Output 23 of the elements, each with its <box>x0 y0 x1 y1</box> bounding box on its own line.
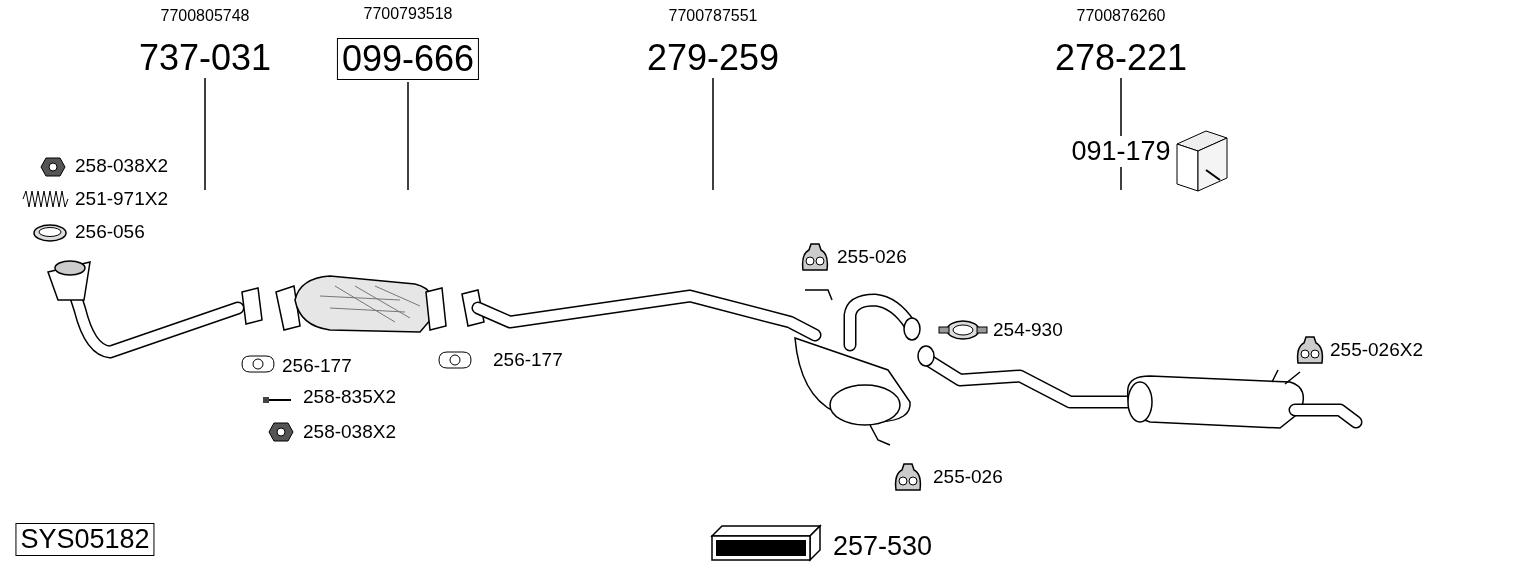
part-number: 257-530 <box>833 533 933 560</box>
part-number: 256-177 <box>282 356 352 375</box>
part-number: 254-930 <box>993 320 1063 339</box>
boxed-part-number: SYS05182 <box>15 523 155 556</box>
part-number: 251-971X2 <box>75 189 168 208</box>
part-number: 256-177 <box>493 350 563 369</box>
leader-line <box>1120 77 1122 137</box>
part-number: 255-026X2 <box>1330 340 1423 359</box>
leader-line <box>407 81 409 191</box>
leader-line <box>712 77 714 191</box>
boxed-part-number: 099-666 <box>336 38 480 80</box>
leader-line <box>1120 166 1122 191</box>
part-number: 258-038X2 <box>75 156 168 175</box>
part-number: 255-026 <box>933 467 1003 486</box>
oe-number: 7700876260 <box>1076 8 1166 24</box>
oe-number: 7700787551 <box>668 8 758 24</box>
oe-number: 7700793518 <box>363 6 453 22</box>
part-number: 256-056 <box>75 222 145 241</box>
part-number: 255-026 <box>837 247 907 266</box>
leader-line <box>204 77 206 191</box>
part-number: 258-835X2 <box>303 387 396 406</box>
part-number: 258-038X2 <box>303 422 396 441</box>
oe-number: 7700805748 <box>160 8 250 24</box>
